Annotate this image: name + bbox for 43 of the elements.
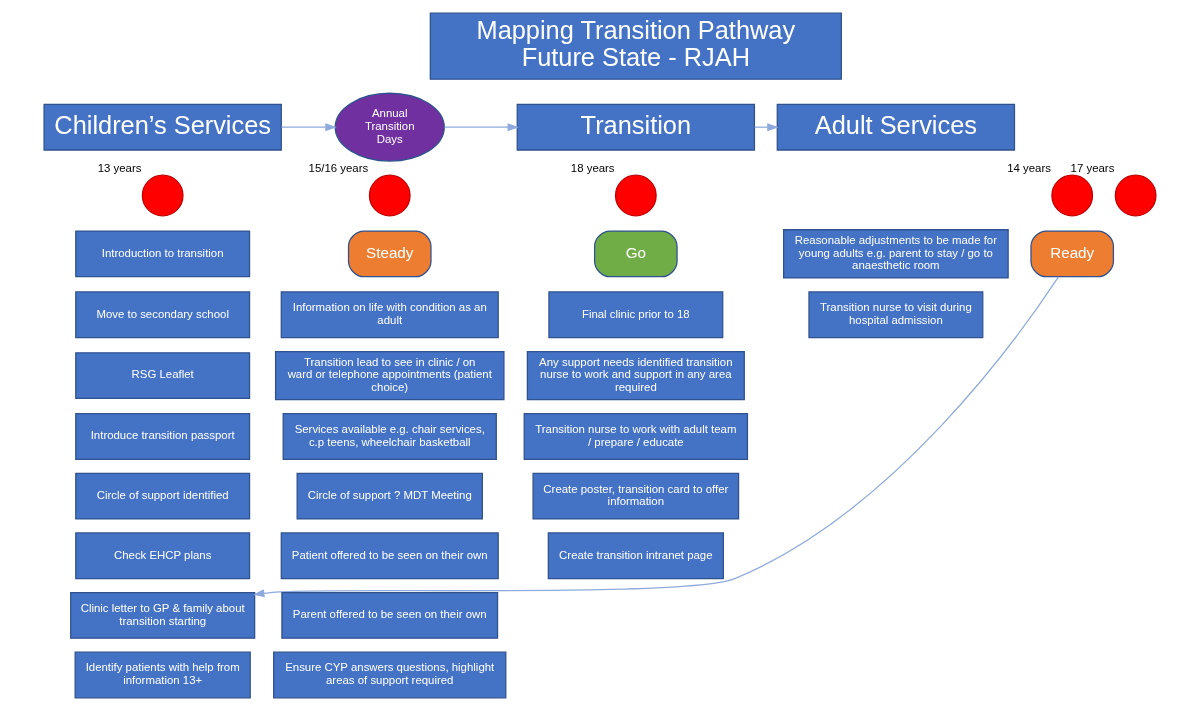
arrow bbox=[280, 123, 337, 132]
arrow bbox=[443, 123, 519, 132]
node-box: Steady bbox=[347, 230, 432, 278]
node-box: Children’s Services bbox=[42, 103, 282, 151]
node-label: 14 years bbox=[1006, 161, 1051, 174]
node-box: Clinic letter to GP & family about transition starting bbox=[69, 591, 255, 639]
node-circle bbox=[141, 174, 184, 217]
node-circle bbox=[368, 174, 411, 217]
node-box: Final clinic prior to 18 bbox=[547, 291, 723, 339]
node-label: 13 years bbox=[97, 161, 141, 174]
node-label: 17 years bbox=[1070, 161, 1114, 174]
node-box: Create poster, transition card to offer information bbox=[531, 472, 739, 520]
node-box: RSG Leaflet bbox=[74, 352, 250, 400]
node-label: 15/16 years bbox=[308, 161, 368, 174]
node-box: Introduction to transition bbox=[74, 230, 250, 278]
node-box: Mapping Transition Pathway Future State - RJAH bbox=[429, 12, 842, 80]
node-box: Transition bbox=[516, 103, 755, 151]
node-box: Information on life with condition as an adult bbox=[280, 291, 499, 339]
node-ellipse: Annual Transition Days bbox=[334, 92, 445, 162]
node-box: Services available e.g. chair services, c.p teens, wheelchair basketball bbox=[282, 413, 497, 460]
node-circle bbox=[1114, 174, 1157, 217]
node-box: Patient offered to be seen on their own bbox=[280, 532, 499, 580]
node-box: Ensure CYP answers questions, highlight areas of support required bbox=[272, 651, 506, 699]
node-circle bbox=[1050, 174, 1093, 217]
node-box: Create transition intranet page bbox=[547, 532, 724, 580]
node-box: Identify patients with help from information 13+ bbox=[74, 651, 251, 699]
node-box: Circle of support identified bbox=[74, 472, 250, 520]
node-box: Check EHCP plans bbox=[74, 532, 250, 580]
node-box: Move to secondary school bbox=[74, 291, 250, 339]
node-box: Parent offered to be seen on their own bbox=[280, 591, 498, 639]
arrow bbox=[252, 276, 1059, 598]
node-box: Transition nurse to visit during hospital admission bbox=[807, 291, 983, 339]
node-box: Circle of support ? MDT Meeting bbox=[296, 472, 483, 520]
node-box: Transition nurse to work with adult team / prepare / educate bbox=[523, 413, 748, 460]
node-box: Go bbox=[593, 230, 678, 278]
node-box: Reasonable adjustments to be made for young adults e.g. parent to stay / go to anaesthetic room bbox=[782, 229, 1009, 279]
node-box: Transition lead to see in clinic / on ward or telephone appointments (patient choice) bbox=[274, 350, 505, 401]
node-box: Adult Services bbox=[776, 103, 1015, 151]
node-box: Introduce transition passport bbox=[74, 413, 250, 460]
node-box: Any support needs identified transition nurse to work and support in any area required bbox=[526, 350, 745, 401]
node-label: 18 years bbox=[570, 161, 615, 174]
node-circle bbox=[614, 174, 657, 217]
node-box: Ready bbox=[1029, 230, 1114, 278]
